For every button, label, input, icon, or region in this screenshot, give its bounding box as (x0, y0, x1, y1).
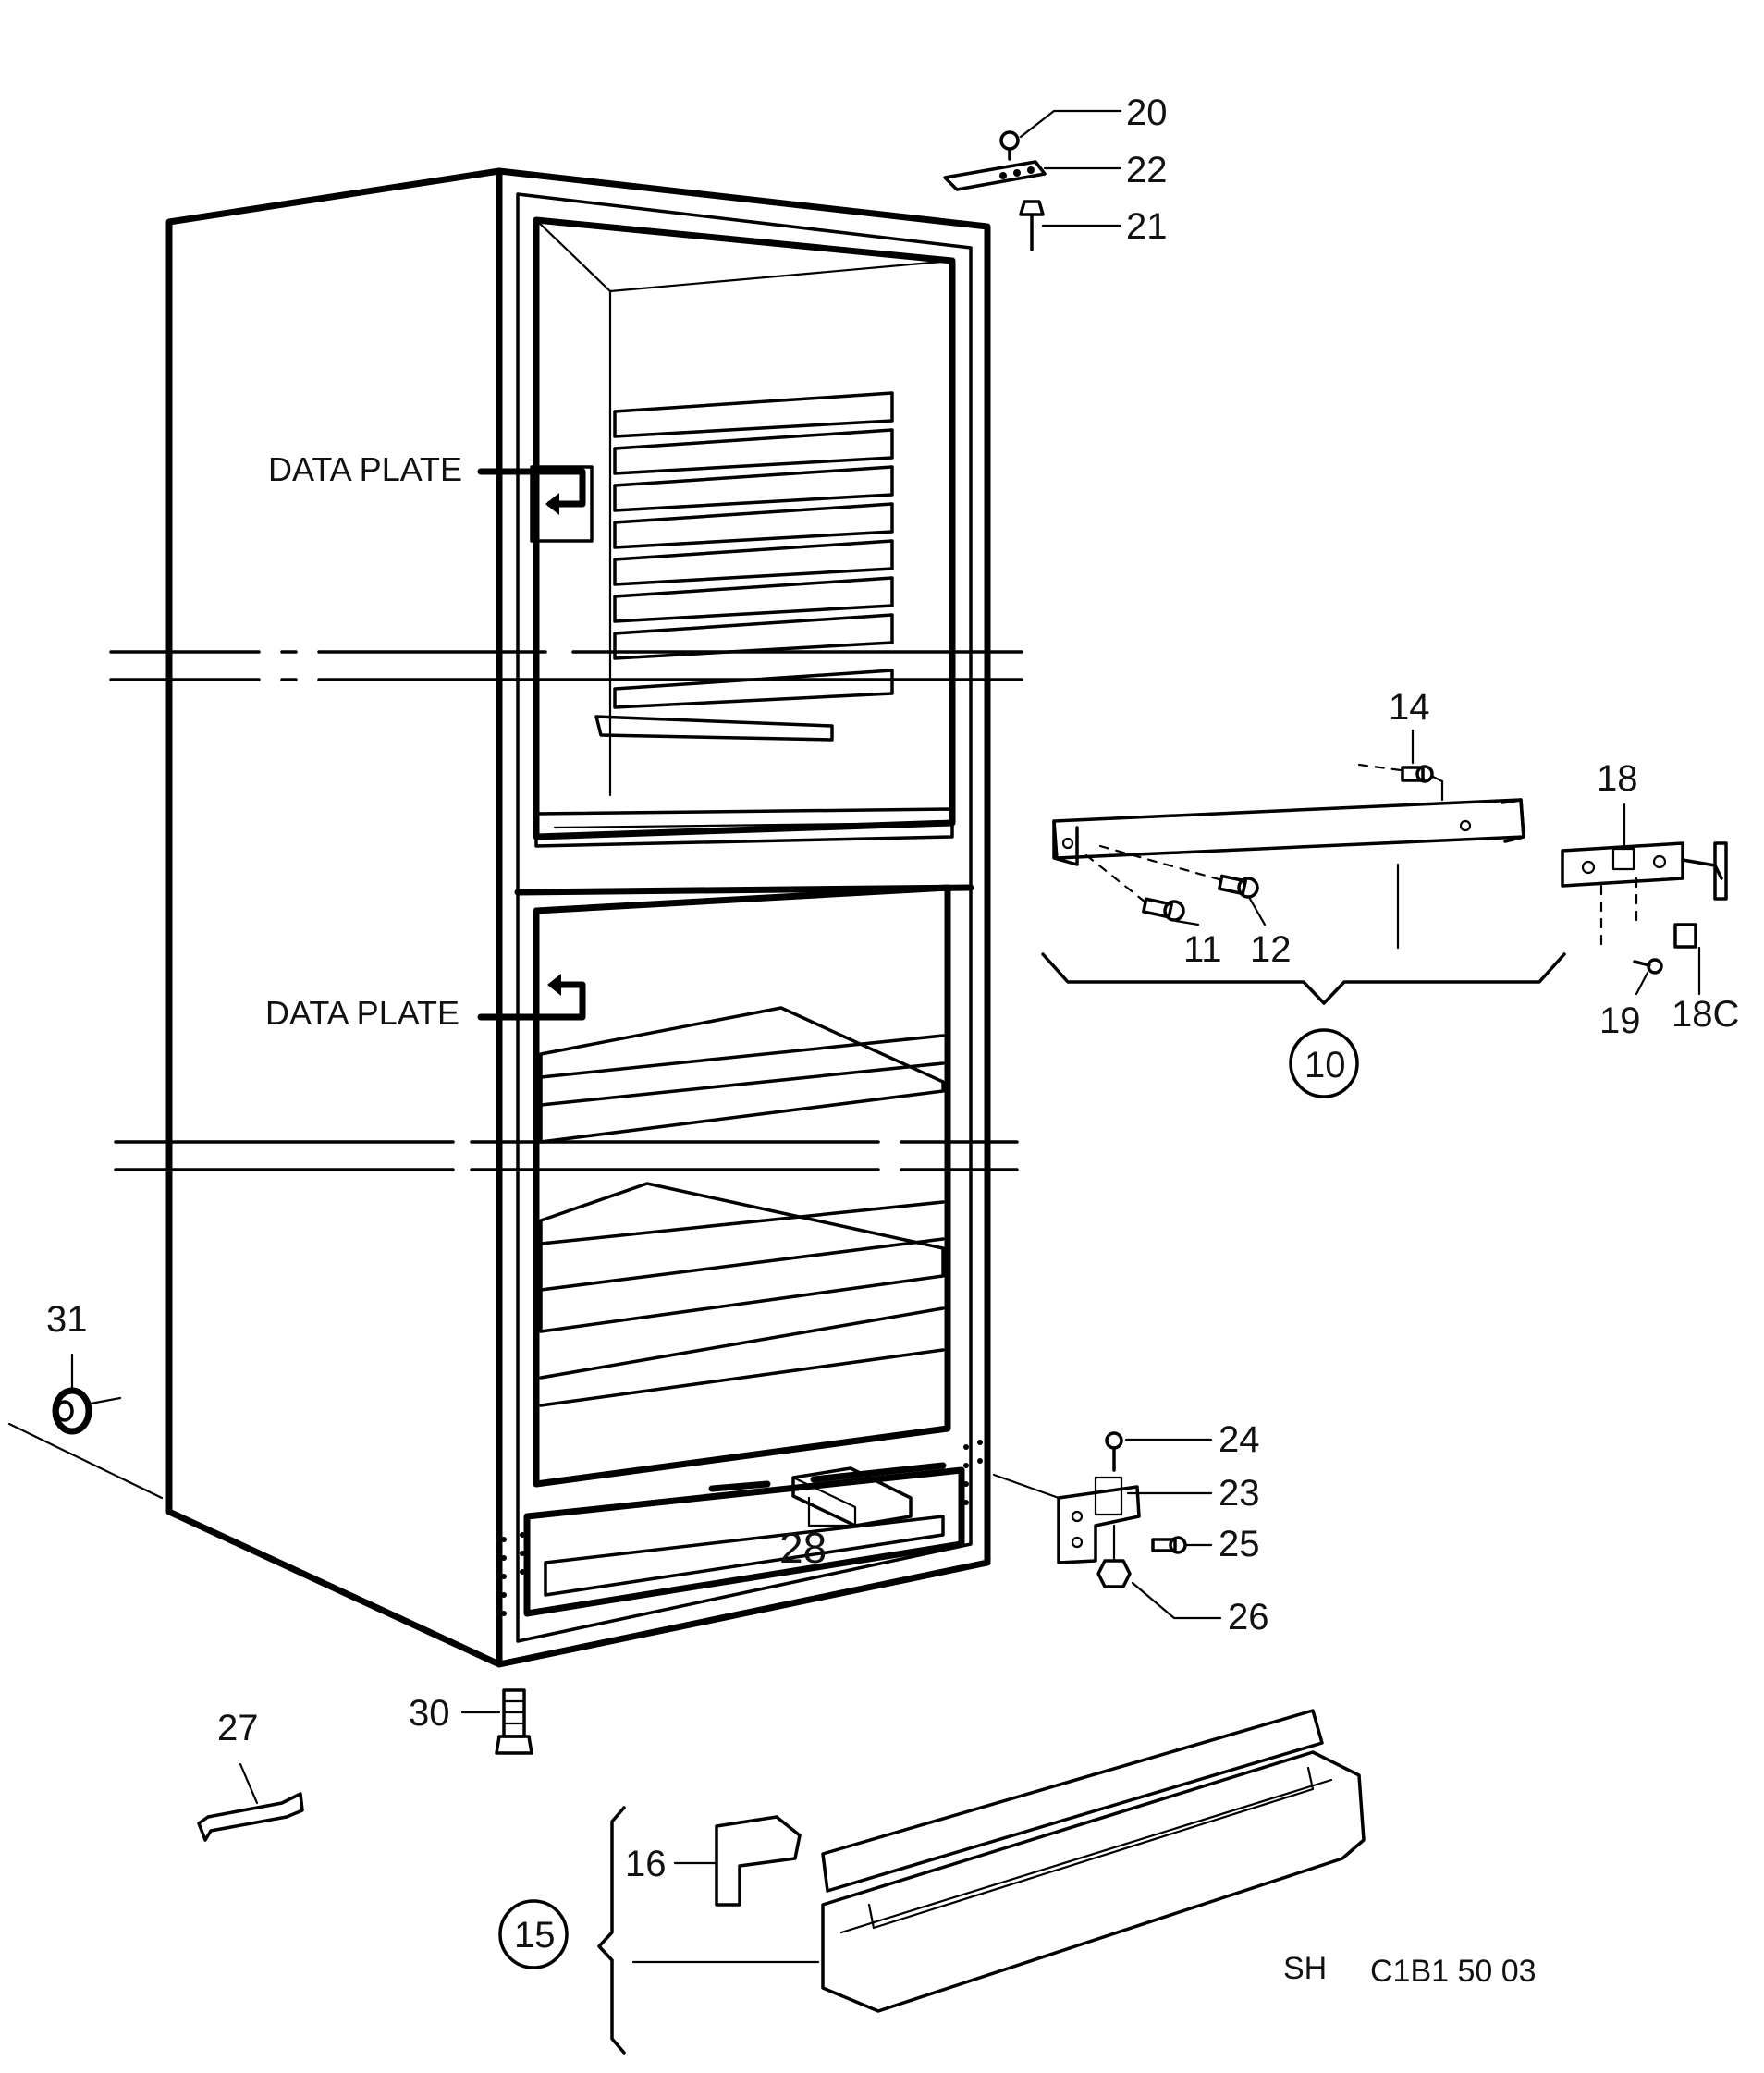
crisper-slide-part (791, 1466, 913, 1527)
data-plate-upper-label: DATA PLATE (268, 450, 462, 488)
screw-icon (999, 130, 1020, 161)
shelf-clip-icon (673, 1815, 802, 1907)
door-shelf-icon (631, 1709, 1366, 2013)
screw-icon (1142, 897, 1185, 922)
evaporator-fins (594, 391, 894, 742)
top-hinge-assembly (943, 109, 1122, 251)
break-lines (109, 650, 1023, 1171)
part-label-23: 23 (1219, 1473, 1260, 1514)
part-label-11: 11 (1183, 929, 1222, 970)
part-label-31: 31 (46, 1299, 88, 1340)
part-label-18c: 18C (1672, 994, 1739, 1035)
part-label-18: 18 (1597, 758, 1638, 799)
part-label-22: 22 (1126, 150, 1168, 190)
data-plate-lower-label: DATA PLATE (265, 994, 459, 1032)
spanner-icon (197, 1762, 304, 1842)
hinge-holes-right (963, 1440, 983, 1505)
hinge-holes-left (501, 1532, 525, 1616)
part-label-15: 15 (514, 1915, 556, 1956)
part-label-19: 19 (1599, 1000, 1641, 1041)
bottom-hinge-assembly (992, 1431, 1222, 1620)
part-label-14: 14 (1389, 687, 1430, 728)
adjustable-foot-icon (460, 1688, 533, 1755)
data-plate-upper-mark (477, 465, 594, 543)
nut-icon (1096, 1524, 1132, 1588)
clip-icon (1673, 923, 1697, 949)
part-label-16: 16 (625, 1844, 667, 1884)
screw-icon (1218, 874, 1259, 899)
hinge-bracket-icon (943, 160, 1047, 191)
part-label-24: 24 (1219, 1419, 1260, 1460)
screw-icon (1633, 958, 1663, 975)
part-label-20: 20 (1126, 92, 1168, 133)
wire-shelves (539, 1006, 945, 1407)
screw-icon (1151, 1536, 1187, 1554)
part-label-10: 10 (1305, 1045, 1346, 1086)
part-label-26: 26 (1228, 1597, 1269, 1638)
part-label-21: 21 (1126, 206, 1168, 247)
nut-icon (1019, 200, 1045, 251)
data-plate-lower-mark (477, 974, 586, 1021)
part-label-28: 28 (779, 1524, 827, 1572)
part-label-25: 25 (1219, 1524, 1260, 1564)
cross-rail-assembly (1041, 729, 1566, 1098)
wheel-icon (7, 1353, 164, 1500)
screw-icon (1401, 765, 1434, 783)
cabinet-body (109, 167, 1023, 1668)
brace-15 (597, 1806, 626, 2055)
footer-drawing-code: C1B1 50 03 (1370, 1954, 1537, 1989)
middle-hinge-assembly (1561, 803, 1728, 996)
part-label-30: 30 (409, 1693, 450, 1734)
footer-author: SH (1283, 1951, 1327, 1986)
part-label-27: 27 (217, 1708, 259, 1748)
screw-icon (1105, 1431, 1123, 1472)
circled-15-ring (498, 1899, 569, 1969)
part-label-12: 12 (1250, 929, 1292, 970)
